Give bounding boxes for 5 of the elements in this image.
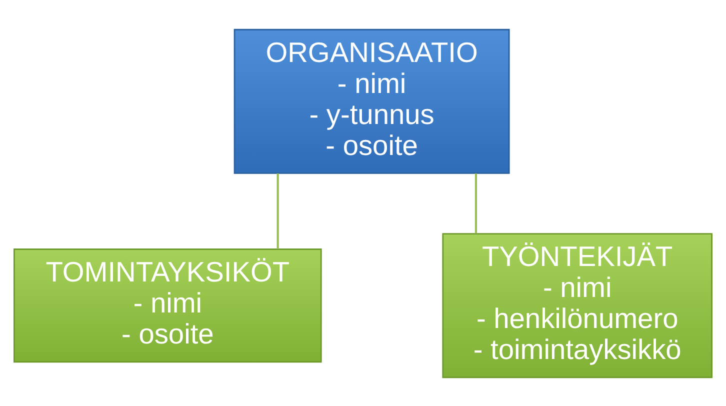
connector — [474, 172, 478, 234]
node-box: ORGANISAATIO - nimi - y-tunnus - osoite — [234, 28, 510, 174]
connector — [276, 172, 279, 248]
node-box: TOMINTAYKSIKÖT - nimi - osoite — [14, 248, 322, 362]
node-box: TYÖNTEKIJÄT - nimi - henkilönumero - toimintayksikkö — [442, 232, 712, 378]
